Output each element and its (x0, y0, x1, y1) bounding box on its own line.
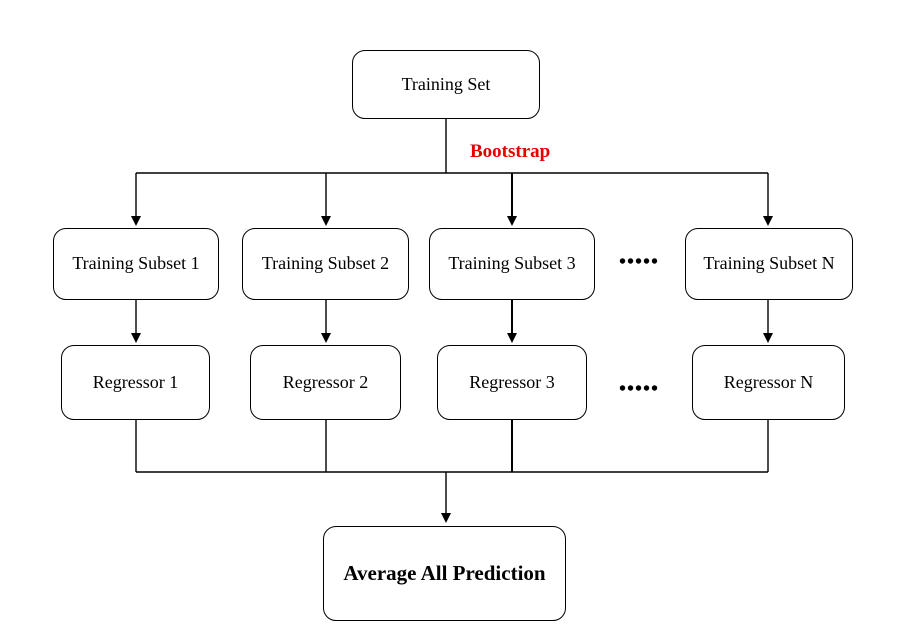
regressor-1-label: Regressor 1 (92, 371, 179, 392)
training-set-node: Training Set (352, 50, 540, 119)
training-subset-2-label: Training Subset 2 (261, 253, 390, 274)
training-set-label: Training Set (401, 73, 491, 94)
regressor-1-node: Regressor 1 (61, 345, 210, 420)
regressor-ellipsis: ••••• (619, 378, 660, 400)
training-subset-3-node: Training Subset 3 (429, 228, 595, 300)
average-prediction-node: Average All Prediction (323, 526, 566, 621)
bootstrap-label: Bootstrap (470, 141, 551, 162)
subset-ellipsis: ••••• (619, 251, 660, 273)
regressor-3-node: Regressor 3 (437, 345, 587, 420)
training-subset-1-label: Training Subset 1 (72, 253, 200, 274)
regressor-n-node: Regressor N (692, 345, 845, 420)
regressor-3-label: Regressor 3 (469, 371, 555, 392)
training-subset-n-node: Training Subset N (685, 228, 853, 300)
training-subset-2-node: Training Subset 2 (242, 228, 409, 300)
training-subset-3-label: Training Subset 3 (448, 253, 576, 274)
training-subset-n-label: Training Subset N (703, 253, 835, 274)
regressor-n-label: Regressor N (723, 371, 814, 392)
regressor-2-label: Regressor 2 (282, 371, 369, 392)
training-subset-1-node: Training Subset 1 (53, 228, 219, 300)
regressor-2-node: Regressor 2 (250, 345, 401, 420)
average-prediction-label: Average All Prediction (343, 560, 546, 585)
